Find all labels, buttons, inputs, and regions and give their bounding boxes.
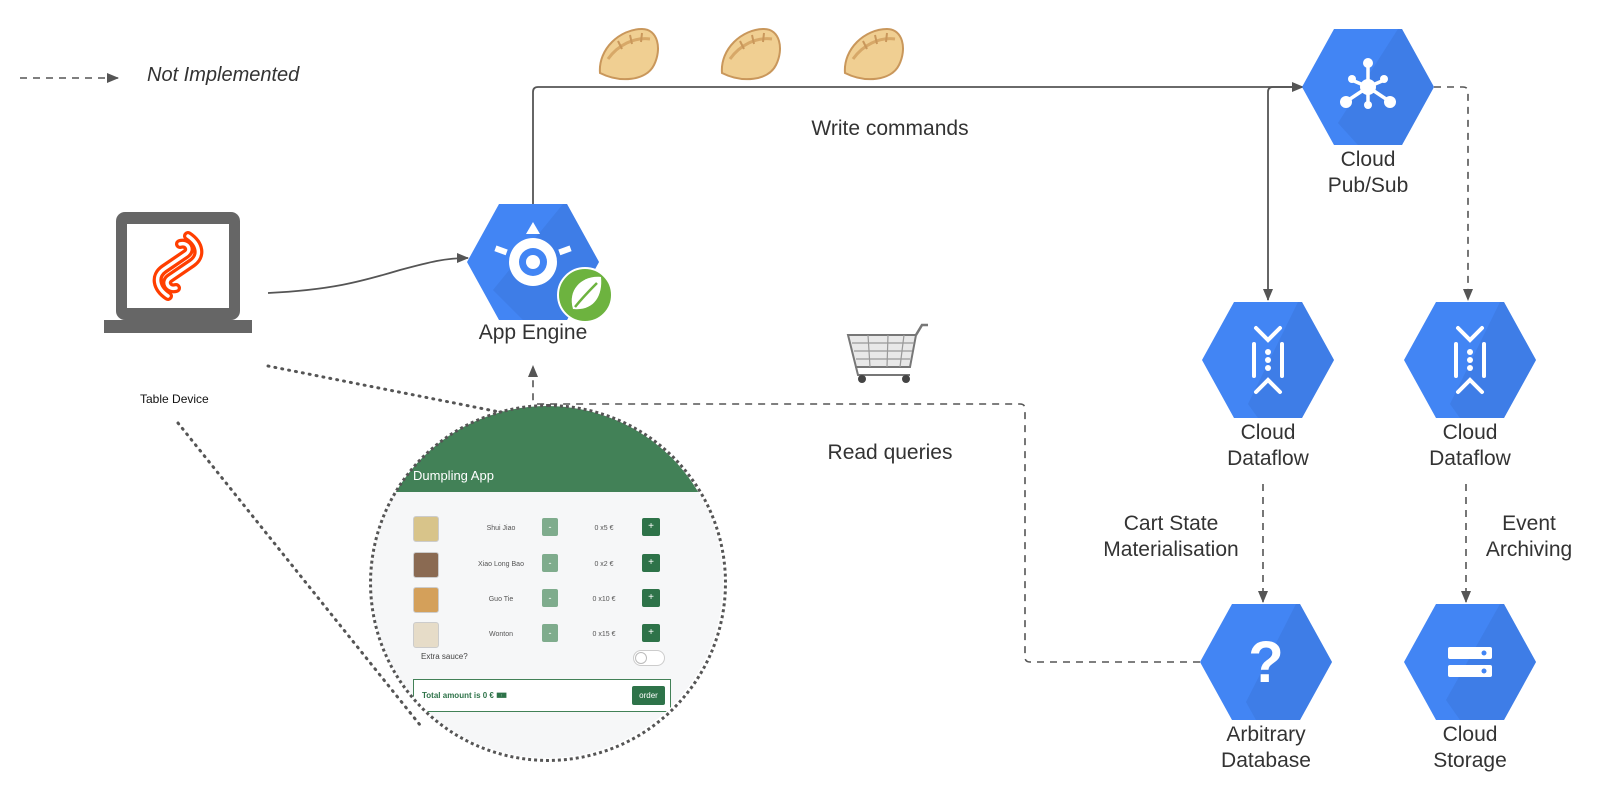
- total-amount: Total amount is 0 € 🀰: [422, 691, 507, 700]
- edge-write-commands: [532, 82, 1304, 204]
- decrement-button[interactable]: -: [542, 624, 558, 642]
- extra-sauce-toggle[interactable]: [633, 650, 665, 666]
- item-price: 0 x10 €: [592, 596, 616, 603]
- dumpling-thumbnail: [413, 587, 439, 613]
- item-price: 0 x5 €: [594, 525, 614, 532]
- list-item: Xiao Long Bao - 0 x2 € +: [371, 552, 723, 578]
- app-engine-label: App Engine: [478, 321, 588, 344]
- list-item: Shui Jiao - 0 x5 € +: [371, 516, 723, 542]
- dumpling-thumbnail: [413, 516, 439, 542]
- dumpling-emoji-icon: [720, 27, 781, 81]
- zoom-guides: [176, 364, 572, 727]
- increment-button[interactable]: +: [642, 624, 660, 642]
- laptop-svelte-icon: [104, 212, 252, 333]
- list-item: Guo Tie - 0 x10 € +: [371, 587, 723, 613]
- write-commands-label: Write commands: [811, 117, 969, 140]
- list-item: Wonton - 0 x15 € +: [371, 622, 723, 648]
- order-button[interactable]: order: [632, 686, 665, 705]
- decrement-button[interactable]: -: [542, 589, 558, 607]
- item-price: 0 x15 €: [592, 631, 616, 638]
- legend-label: Not Implemented: [147, 64, 300, 86]
- read-queries-label: Read queries: [827, 441, 953, 464]
- question-hexagon-icon: ?: [1200, 604, 1332, 720]
- item-name: Shui Jiao: [486, 525, 516, 532]
- app-header: Dumpling App: [371, 406, 723, 492]
- edge-pubsub-to-dataflow: [1263, 86, 1303, 301]
- edge-device-to-appengine: [267, 253, 469, 294]
- app-screenshot-zoom: Dumpling App Shui Jiao - 0 x5 € + Xiao L…: [371, 406, 723, 758]
- shopping-cart-icon: [846, 323, 928, 383]
- svg-text:?: ?: [1248, 630, 1283, 695]
- item-name: Xiao Long Bao: [478, 561, 524, 568]
- dumpling-thumbnail: [413, 622, 439, 648]
- dumpling-emoji-icon: [598, 27, 659, 81]
- total-bar: Total amount is 0 € 🀰 order: [413, 679, 671, 712]
- dumpling-thumbnail: [413, 552, 439, 578]
- edge-pubsub-to-archive-dataflow: [1434, 86, 1473, 301]
- increment-button[interactable]: +: [642, 554, 660, 572]
- dataflow-hexagon-icon: [1202, 302, 1334, 418]
- item-name: Wonton: [489, 631, 513, 638]
- extra-sauce-label: Extra sauce?: [421, 652, 468, 661]
- storage-hexagon-icon: [1404, 604, 1536, 720]
- increment-button[interactable]: +: [642, 518, 660, 536]
- increment-button[interactable]: +: [642, 589, 660, 607]
- dumpling-emoji-icon: [843, 27, 904, 81]
- table-device-label: Table Device: [140, 392, 209, 406]
- decrement-button[interactable]: -: [542, 518, 558, 536]
- app-title: Dumpling App: [413, 468, 494, 483]
- decrement-button[interactable]: -: [542, 554, 558, 572]
- edge-read-queries: [528, 365, 1200, 663]
- spring-leaf-icon: [557, 267, 613, 323]
- item-price: 0 x2 €: [594, 561, 614, 568]
- pubsub-hexagon-icon: [1302, 29, 1434, 145]
- item-name: Guo Tie: [488, 596, 514, 603]
- dataflow-hexagon-icon: [1404, 302, 1536, 418]
